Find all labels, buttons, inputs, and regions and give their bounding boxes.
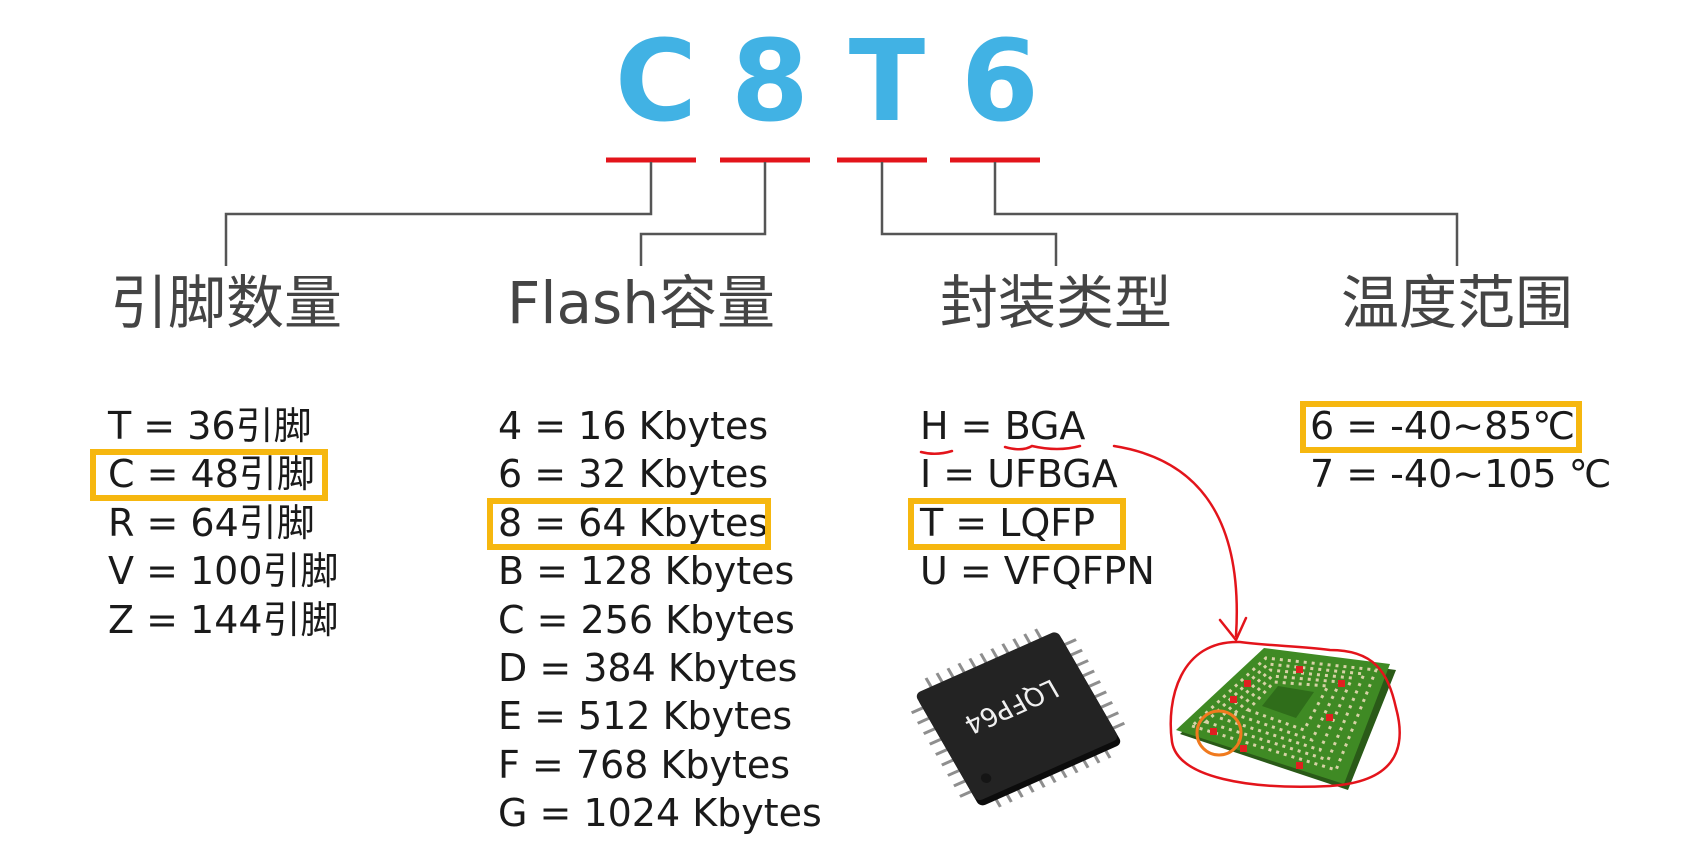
list-item: V = 100引脚 bbox=[108, 549, 339, 594]
list-item: C = 256 Kbytes bbox=[498, 597, 795, 642]
category-title-package-type: 封装类型 bbox=[939, 269, 1172, 337]
connector-temperature bbox=[993, 162, 1459, 266]
bga-chip-image bbox=[1176, 648, 1396, 790]
connector-lines bbox=[224, 162, 1459, 266]
category-title-pin-count: 引脚数量 bbox=[109, 269, 342, 337]
package-type-list: H = BGA I = UFBGA T = LQFP U = VFQFPN bbox=[920, 402, 1155, 596]
highlight-box-temperature-range bbox=[1300, 401, 1582, 453]
list-item: B = 128 Kbytes bbox=[498, 549, 795, 594]
connector-package bbox=[880, 162, 1058, 266]
pin-count-list: T = 36引脚 C = 48引脚 R = 64引脚 V = 100引脚 Z =… bbox=[108, 402, 339, 644]
list-item: U = VFQFPN bbox=[920, 549, 1155, 594]
lqfp-chip-image: LQFP64 bbox=[910, 628, 1126, 808]
list-item: 8 = 64 Kbytes bbox=[498, 500, 769, 545]
red-annotations bbox=[919, 444, 1401, 788]
list-item: D = 384 Kbytes bbox=[498, 645, 798, 690]
highlight-box-pin-count bbox=[90, 449, 328, 501]
bga-center-pad bbox=[1262, 686, 1314, 718]
list-item: Z = 144引脚 bbox=[108, 597, 339, 642]
code-letter-flash: 8 bbox=[731, 17, 809, 147]
highlight-box-flash-capacity bbox=[487, 498, 771, 550]
lqfp-pins bbox=[910, 628, 1126, 808]
list-item: I = UFBGA bbox=[920, 452, 1118, 497]
connector-flash bbox=[639, 162, 767, 266]
code-letter-pins: C bbox=[614, 17, 698, 147]
list-item: T = LQFP bbox=[920, 500, 1096, 545]
list-item: F = 768 Kbytes bbox=[498, 742, 791, 787]
list-item: R = 64引脚 bbox=[108, 500, 315, 545]
list-item: T = 36引脚 bbox=[108, 404, 312, 448]
flash-capacity-list: 4 = 16 Kbytes 6 = 32 Kbytes 8 = 64 Kbyte… bbox=[498, 402, 822, 838]
bga-board bbox=[1176, 648, 1390, 784]
list-item: 7 = -40~105 ℃ bbox=[1310, 452, 1612, 497]
category-title-flash-capacity: Flash容量 bbox=[507, 269, 775, 337]
arrow-to-bga bbox=[1112, 444, 1239, 638]
arrow-head bbox=[1218, 616, 1248, 643]
list-item: C = 48引脚 bbox=[108, 452, 315, 497]
temperature-range-list: 6 = -40~85℃ 7 = -40~105 ℃ bbox=[1310, 402, 1611, 499]
list-item: 4 = 16 Kbytes bbox=[498, 404, 769, 448]
list-item: 6 = 32 Kbytes bbox=[498, 452, 769, 497]
code-letter-package: T bbox=[848, 17, 926, 147]
code-letter-temperature: 6 bbox=[961, 17, 1039, 147]
underline-mark-h bbox=[919, 449, 954, 455]
list-item: 6 = -40~85℃ bbox=[1310, 404, 1576, 448]
highlight-box-package-type bbox=[908, 498, 1126, 550]
connector-pins bbox=[224, 162, 653, 266]
list-item: E = 512 Kbytes bbox=[498, 694, 793, 739]
list-item: G = 1024 Kbytes bbox=[498, 791, 822, 836]
category-title-temperature-range: 温度范围 bbox=[1340, 269, 1573, 337]
bga-red-markers bbox=[1210, 666, 1345, 769]
bga-circle-annotation bbox=[1169, 640, 1401, 788]
lqfp-body bbox=[916, 632, 1118, 801]
list-item: H = BGA bbox=[920, 404, 1086, 448]
underline-mark-bga bbox=[1003, 444, 1082, 451]
lqfp-pin1-dot bbox=[980, 773, 992, 783]
bga-ball-highlight-circle bbox=[1195, 709, 1243, 757]
